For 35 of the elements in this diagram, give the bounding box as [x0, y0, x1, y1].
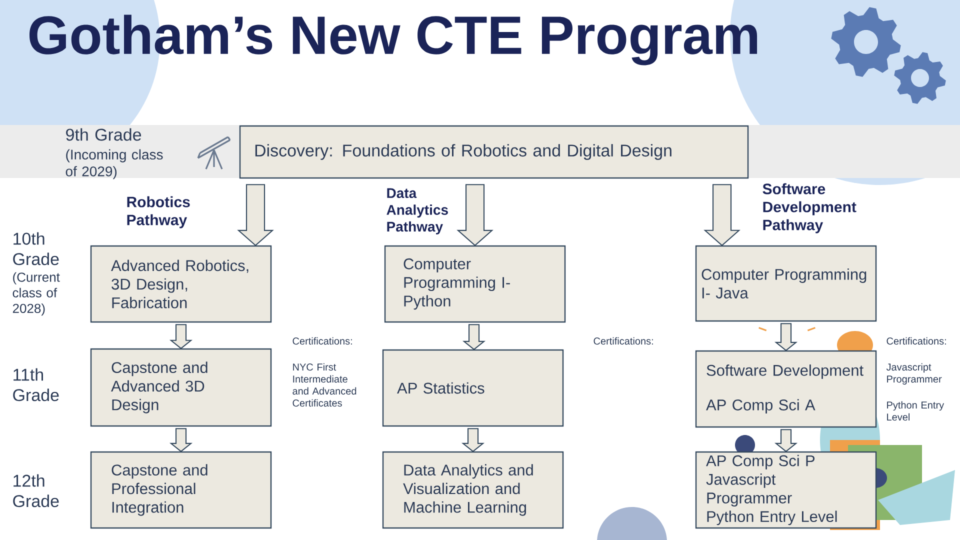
pathway-heading: Software Development Pathway	[762, 183, 856, 234]
block-arrow	[462, 324, 486, 350]
course-box: Capstone and Advanced 3D Design	[90, 348, 272, 427]
block-arrow	[237, 184, 274, 246]
grade-label: 11th Grade	[13, 368, 59, 402]
title: Gotham’s New CTE Program	[29, 14, 758, 66]
block-arrow	[169, 324, 193, 350]
pathway-heading: Data Analytics Pathway	[386, 188, 448, 234]
grade-label: 10th Grade	[13, 232, 59, 266]
block-arrow	[461, 428, 485, 452]
block-arrow	[456, 184, 494, 246]
course-box: AP Comp Sci P Javascript Programmer Python Entry Level	[695, 451, 877, 529]
certification-list: NYC First Intermediate and Advanced Certificates	[292, 363, 356, 407]
grade-label: 9th Grade	[66, 128, 142, 141]
block-arrow	[169, 428, 193, 452]
class-note: (Current class of 2028)	[12, 272, 60, 316]
block-arrow	[704, 184, 740, 246]
course-box: Capstone and Professional Integration	[90, 451, 272, 529]
certifications-heading: Certifications:	[594, 337, 653, 345]
class-note: (Incoming class of 2029)	[66, 149, 163, 180]
course-box: AP Statistics	[382, 349, 564, 427]
block-arrow	[774, 429, 798, 452]
course-box: Computer Programming I- Python	[384, 245, 566, 323]
certification-list: Javascript Programmer	[886, 363, 942, 385]
certification-list: Python Entry Level	[887, 401, 944, 421]
certifications-heading: Certifications:	[886, 337, 946, 345]
course-box: Computer Programming I- Java	[695, 245, 877, 322]
course-box: Data Analytics and Visualization and Machine Learning	[382, 451, 564, 529]
course-box: Discovery: Foundations of Robotics and Digital Design	[239, 125, 749, 179]
grade-label: 12th Grade	[13, 474, 59, 508]
block-arrow	[774, 323, 798, 352]
course-box: Software Development AP Comp Sci A	[695, 350, 877, 428]
pathway-heading: Robotics Pathway	[127, 196, 190, 228]
course-box: Advanced Robotics, 3D Design, Fabrication	[90, 245, 272, 323]
certifications-heading: Certifications:	[292, 337, 352, 345]
